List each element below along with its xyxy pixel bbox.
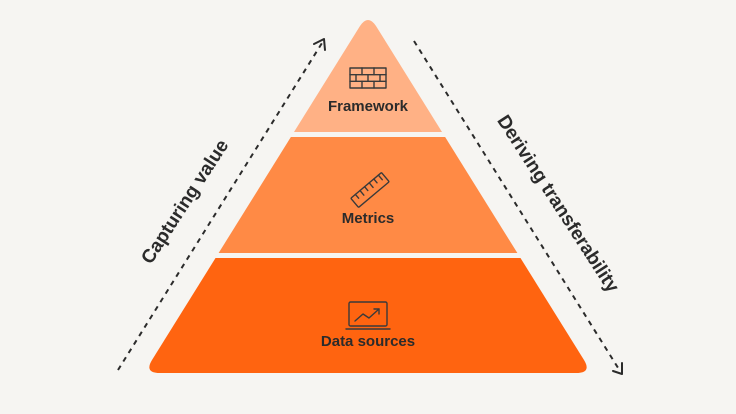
right-arrow <box>413 40 623 375</box>
brick-wall-icon <box>349 67 387 89</box>
tier-label-data-sources: Data sources <box>321 333 415 350</box>
tier-label-metrics: Metrics <box>342 210 395 227</box>
tier-data-sources <box>149 258 587 373</box>
arrow-up-icon <box>313 38 326 51</box>
tier-metrics <box>149 137 587 253</box>
ruler-icon <box>350 172 390 208</box>
tier-label-framework: Framework <box>328 98 409 115</box>
pyramid-shape <box>149 20 587 373</box>
left-arrow <box>117 38 326 371</box>
left-arrow-label: Capturing value <box>137 136 233 268</box>
arrow-down-icon <box>612 362 623 375</box>
chart-monitor-icon <box>345 301 391 330</box>
